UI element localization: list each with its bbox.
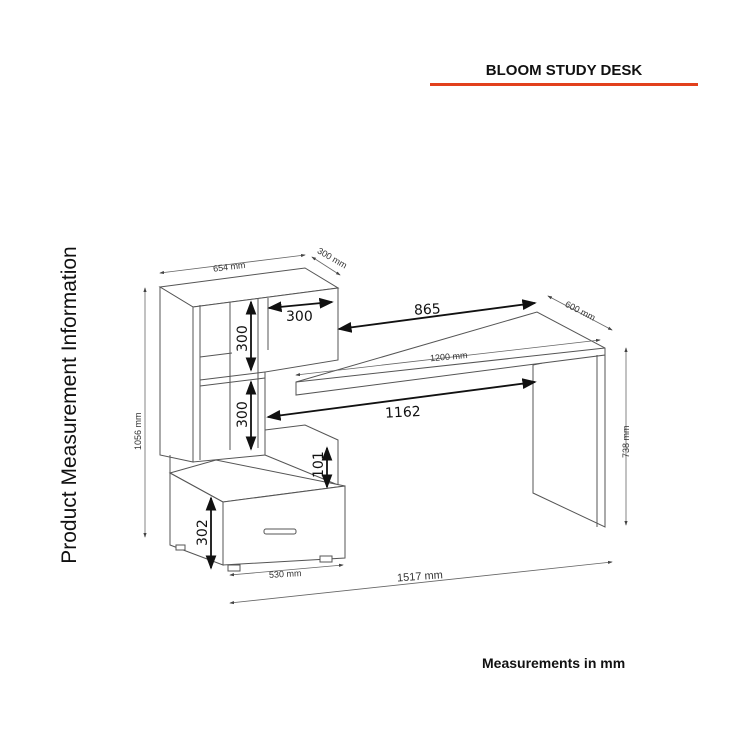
dim-shelf-height-top: 300 (235, 325, 251, 352)
dim-unit-width: 654 mm (213, 260, 246, 274)
dim-desk-height: 738 mm (621, 425, 631, 458)
dim-drawer-height: 302 (195, 519, 211, 546)
dim-drawer-width: 530 mm (269, 568, 302, 580)
dim-gap-top: 865 (414, 301, 442, 318)
measurements-note: Measurements in mm (482, 655, 626, 671)
dim-shelf-height-mid: 300 (235, 401, 251, 428)
dim-gap-under: 1162 (385, 404, 421, 422)
dim-desk-width: 1200 mm (430, 350, 468, 363)
dim-unit-depth: 300 mm (316, 246, 349, 271)
title-underline (430, 83, 698, 86)
dim-total-height: 1056 mm (133, 412, 143, 450)
drawer-handle (263, 528, 297, 535)
dim-desk-depth: 600 mm (564, 299, 598, 323)
page-title: BLOOM STUDY DESK (485, 62, 643, 79)
desk-drawing (158, 267, 606, 572)
dim-total-width: 1517 mm (397, 569, 444, 584)
dim-drawer-gap: 101 (311, 451, 327, 478)
dim-shelf-width: 300 (286, 309, 313, 325)
